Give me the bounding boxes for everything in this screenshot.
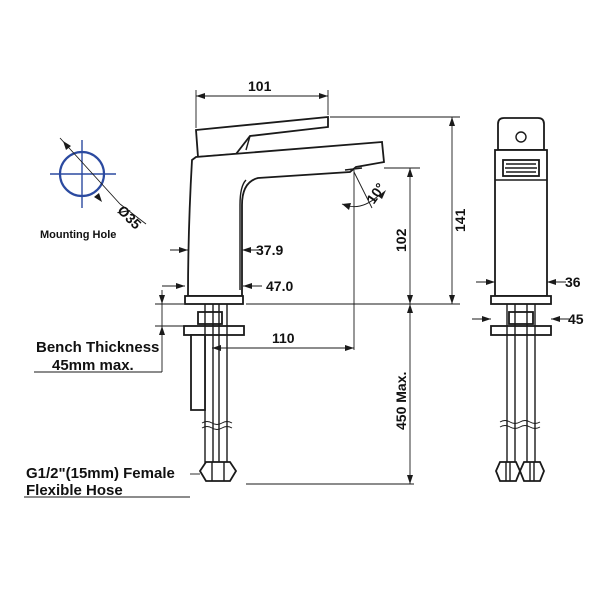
mounting-hole-detail: Ø 35 Mounting Hole [40, 137, 147, 241]
hose-spec-label: G1/2"(15mm) Female [26, 465, 175, 482]
tap-side-view [183, 116, 385, 482]
bench-thickness-max-label: 45mm max. [52, 357, 134, 374]
angle-label: 10° [363, 180, 388, 207]
front-view-dimensions: 36 45 [472, 274, 584, 327]
dim-47-label: 47.0 [266, 278, 293, 294]
bench-thickness-label: Bench Thickness [36, 339, 159, 356]
dim-101-label: 101 [248, 78, 272, 94]
hose-type-label: Flexible Hose [26, 482, 123, 499]
dim-110-label: 110 [272, 330, 295, 346]
mounting-hole-label: Mounting Hole [40, 229, 116, 241]
dim-45-label: 45 [568, 311, 584, 327]
dim-37-9-label: 37.9 [256, 242, 283, 258]
tap-front-view [490, 117, 552, 482]
dim-102-label: 102 [393, 228, 409, 252]
dim-450-label: 450 Max. [393, 372, 409, 430]
dim-141-label: 141 [452, 208, 468, 232]
dim-36-label: 36 [565, 274, 581, 290]
